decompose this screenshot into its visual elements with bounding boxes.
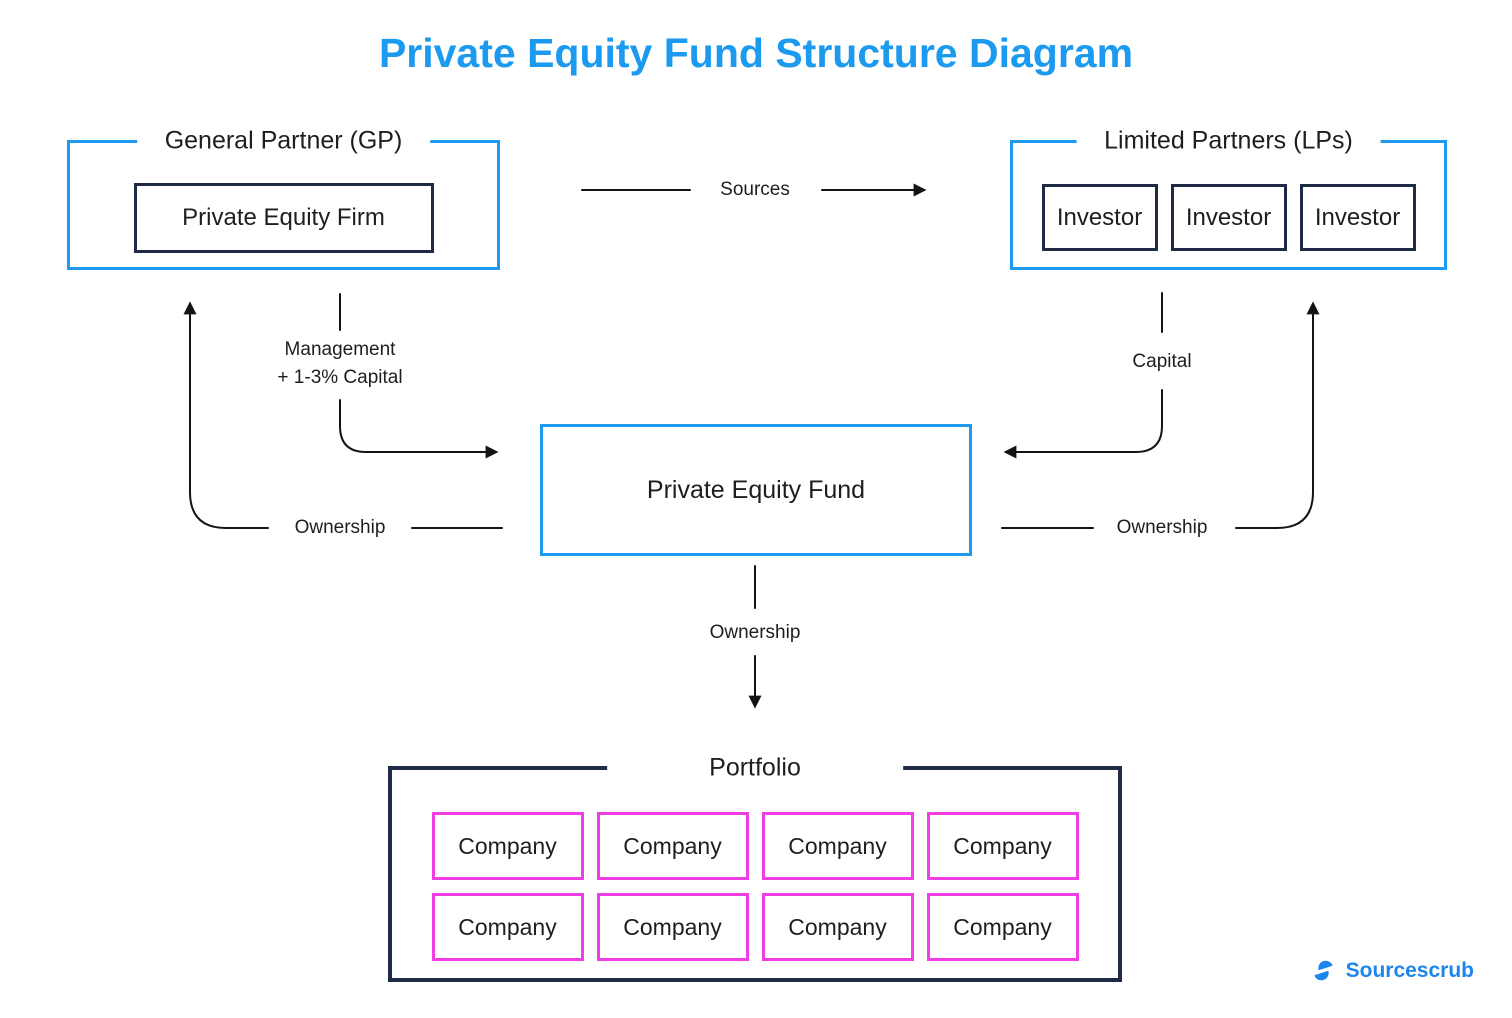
company-label: Company bbox=[788, 913, 887, 940]
management-label-line1: Management bbox=[284, 339, 396, 360]
lp-group-box: Limited Partners (LPs) Investor Investor… bbox=[1010, 126, 1447, 270]
company-label: Company bbox=[623, 913, 722, 940]
gp-group-label: General Partner (GP) bbox=[136, 126, 431, 156]
company-label: Company bbox=[458, 913, 557, 940]
company-box: Company bbox=[596, 812, 749, 880]
company-label: Company bbox=[788, 832, 887, 859]
company-label: Company bbox=[953, 913, 1052, 940]
management-label: Management + 1-3% Capital bbox=[271, 336, 409, 392]
gp-group-box: General Partner (GP) Private Equity Firm bbox=[67, 126, 500, 270]
investor-label: Investor bbox=[1314, 203, 1401, 231]
portfolio-box: Portfolio Company Company Company Compan… bbox=[388, 753, 1122, 982]
company-label: Company bbox=[458, 832, 557, 859]
investor-label: Investor bbox=[1056, 203, 1143, 231]
page-title: Private Equity Fund Structure Diagram bbox=[378, 30, 1134, 76]
company-box: Company bbox=[761, 812, 914, 880]
management-arrow bbox=[339, 399, 499, 459]
capital-label: Capital bbox=[1126, 348, 1198, 376]
lp-group-label: Limited Partners (LPs) bbox=[1076, 126, 1381, 156]
ownership-right-arrow bbox=[1235, 301, 1320, 529]
capital-arrow bbox=[1003, 389, 1163, 459]
sourcescrub-logo: Sourcescrub bbox=[1310, 953, 1474, 988]
ownership-bottom-label: Ownership bbox=[703, 619, 807, 647]
company-label: Company bbox=[623, 832, 722, 859]
portfolio-label: Portfolio bbox=[607, 753, 903, 783]
company-box: Company bbox=[926, 812, 1079, 880]
investor-box: Investor bbox=[1041, 184, 1158, 251]
company-box: Company bbox=[926, 893, 1079, 961]
management-label-line2: + 1-3% Capital bbox=[277, 367, 403, 388]
investor-box: Investor bbox=[1299, 184, 1416, 251]
sourcescrub-wordmark: Sourcescrub bbox=[1345, 958, 1474, 982]
ownership-left-label: Ownership bbox=[288, 514, 392, 542]
ownership-right-label: Ownership bbox=[1110, 514, 1214, 542]
company-box: Company bbox=[431, 893, 584, 961]
investor-box: Investor bbox=[1170, 184, 1287, 251]
private-equity-firm-label: Private Equity Firm bbox=[182, 204, 385, 231]
company-label: Company bbox=[953, 832, 1052, 859]
private-equity-firm-box: Private Equity Firm bbox=[133, 183, 434, 253]
private-equity-fund-label: Private Equity Fund bbox=[646, 475, 866, 504]
private-equity-fund-box: Private Equity Fund bbox=[540, 424, 972, 556]
company-box: Company bbox=[761, 893, 914, 961]
ownership-left-arrow bbox=[183, 301, 269, 529]
sources-label: Sources bbox=[714, 176, 796, 204]
sourcescrub-icon bbox=[1314, 960, 1333, 981]
company-grid: Company Company Company Company Company … bbox=[392, 812, 1118, 961]
company-box: Company bbox=[596, 893, 749, 961]
investor-label: Investor bbox=[1185, 203, 1272, 231]
investor-row: Investor Investor Investor bbox=[1013, 184, 1444, 251]
company-box: Company bbox=[431, 812, 584, 880]
